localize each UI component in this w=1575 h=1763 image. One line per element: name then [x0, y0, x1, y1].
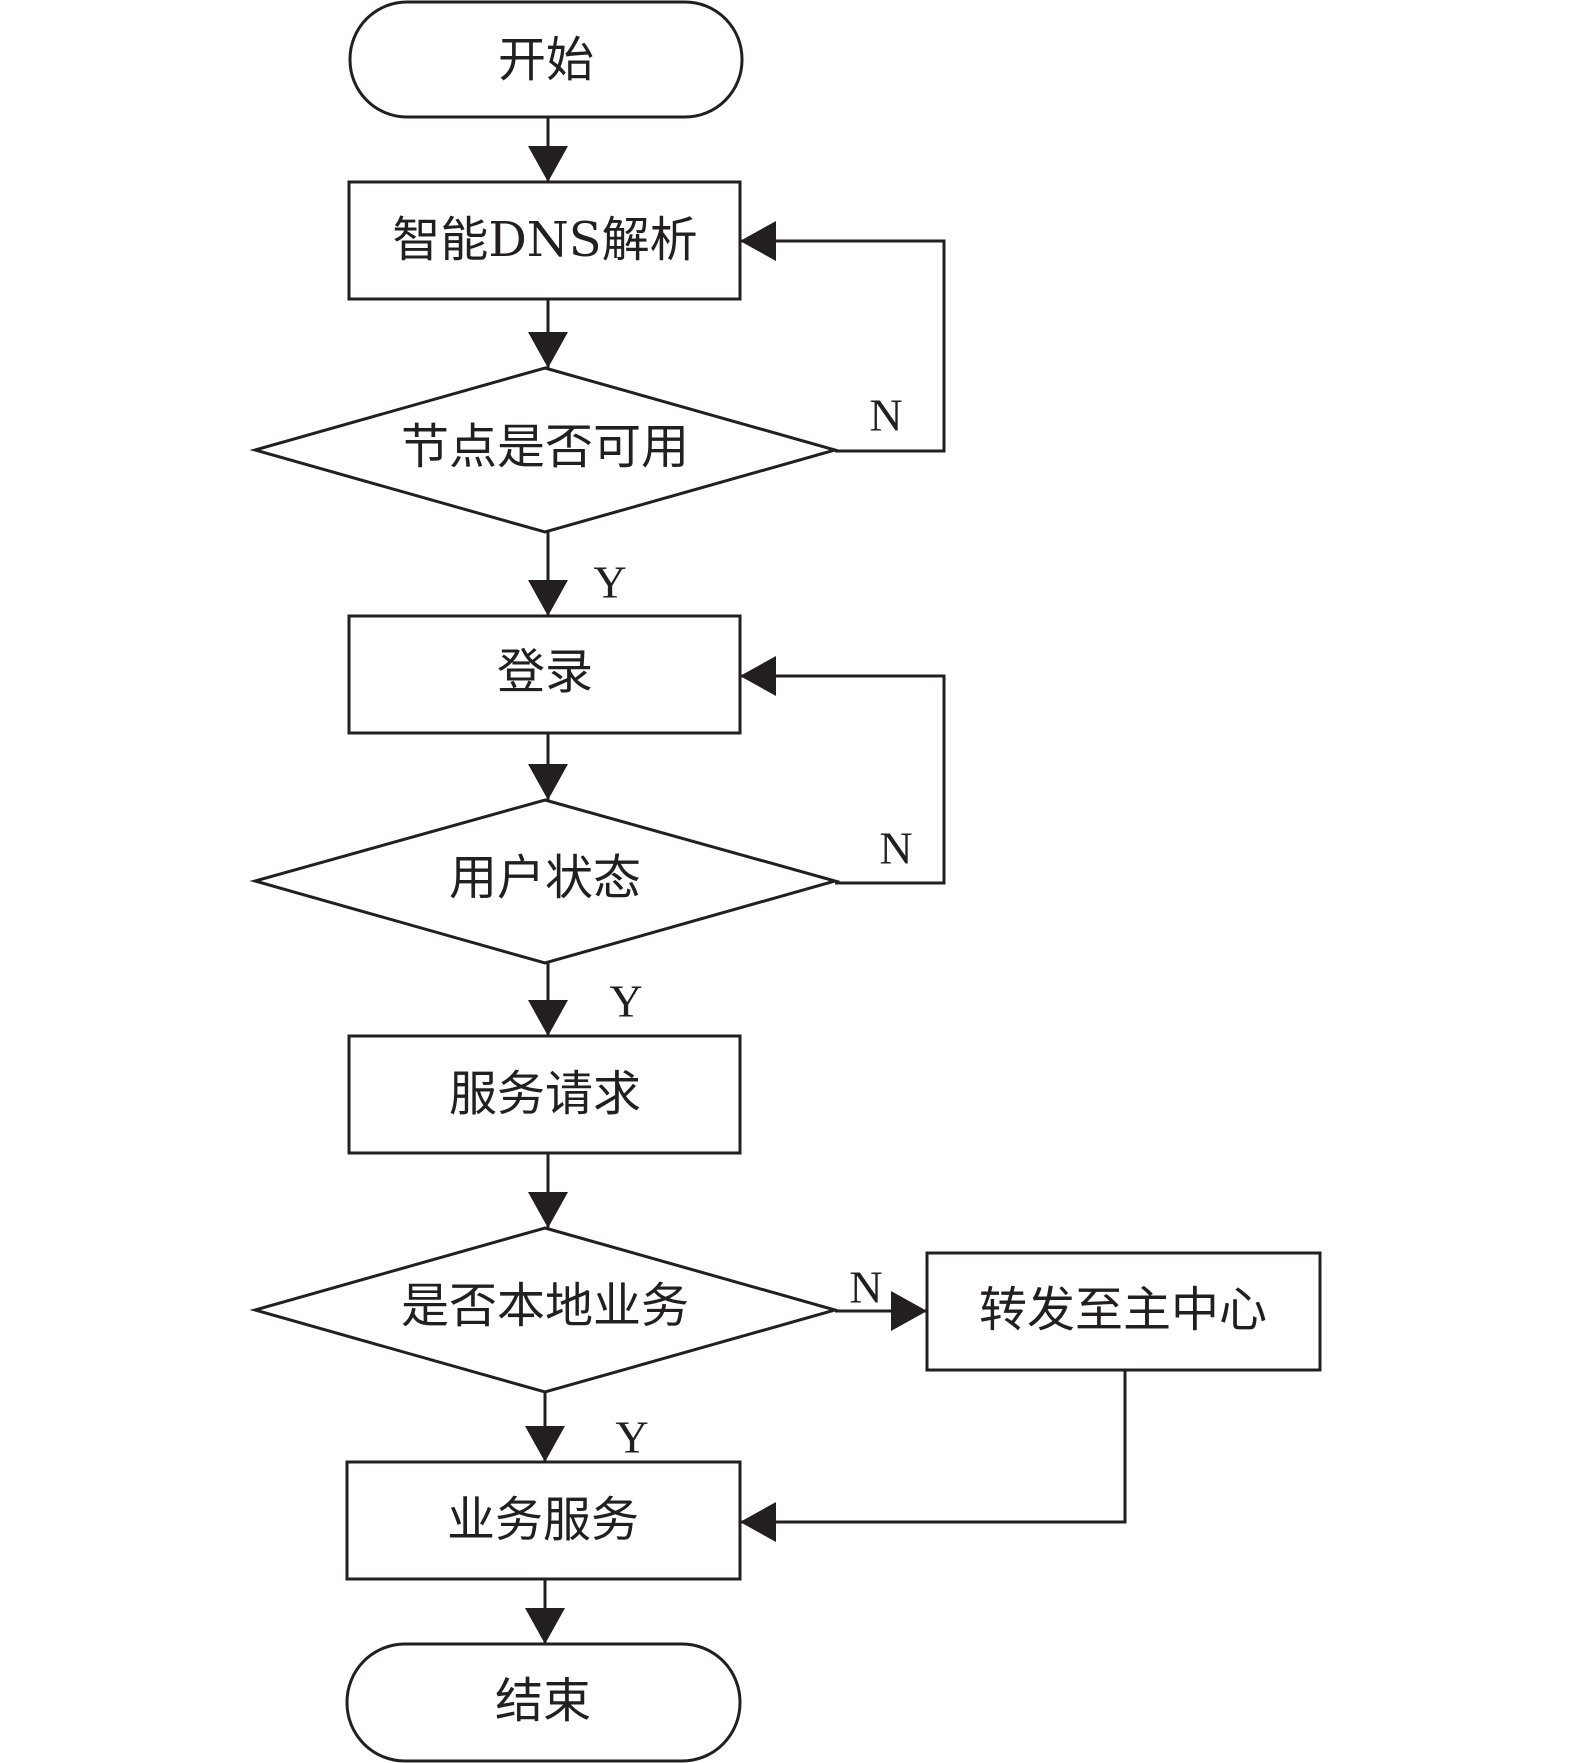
forward-label: 转发至主中心 [979, 1282, 1267, 1338]
business-service-node: 业务服务 [345, 1460, 742, 1581]
user-status-decision: 用户状态 [249, 798, 841, 965]
forward-node: 转发至主中心 [925, 1251, 1322, 1372]
start-label: 开始 [498, 32, 594, 88]
edge-label-is-local-no: N [849, 1262, 882, 1313]
start-node: 开始 [348, 0, 744, 119]
arrow-forward-to-service [740, 1370, 1127, 1542]
edge-label-node-available-no: N [869, 390, 902, 441]
service-request-label: 服务请求 [449, 1066, 641, 1122]
edge-label-user-status-no: N [879, 823, 912, 874]
arrow-node-unavailable-loop [740, 221, 946, 453]
login-label: 登录 [497, 644, 593, 700]
arrow-status-no-loop [740, 656, 946, 885]
edge-label-node-available-yes: Y [593, 557, 626, 608]
edge-label-user-status-yes: Y [609, 976, 642, 1027]
end-label: 结束 [495, 1673, 591, 1729]
end-node: 结束 [345, 1642, 742, 1763]
user-status-label: 用户状态 [449, 850, 641, 906]
login-node: 登录 [347, 614, 742, 735]
node-available-decision: 节点是否可用 [249, 366, 841, 534]
node-available-label: 节点是否可用 [401, 419, 689, 475]
is-local-label: 是否本地业务 [401, 1278, 689, 1334]
edge-label-is-local-yes: Y [615, 1412, 648, 1463]
is-local-decision: 是否本地业务 [249, 1226, 841, 1394]
service-request-node: 服务请求 [347, 1034, 742, 1155]
business-service-label: 业务服务 [447, 1492, 639, 1548]
dns-label: 智能DNS解析 [392, 212, 697, 268]
dns-node: 智能DNS解析 [347, 180, 742, 301]
